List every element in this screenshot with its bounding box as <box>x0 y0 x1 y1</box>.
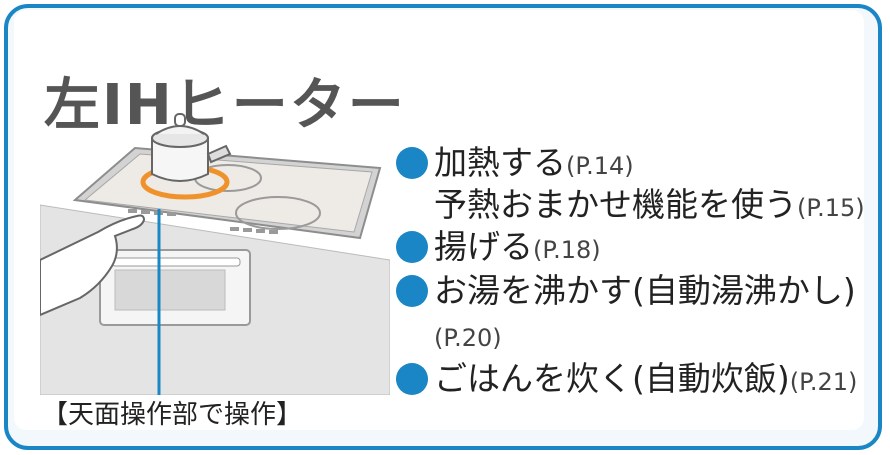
item-label: 予熱おまかせ機能を使う <box>434 185 797 224</box>
list-item-boil-ref: (P.20) <box>396 313 502 360</box>
list-item-rice: ごはんを炊く(自動炊飯)(P.21) <box>396 357 857 404</box>
bullet-icon <box>396 363 428 395</box>
ih-cooktop-illustration <box>40 113 390 395</box>
list-item-boil: お湯を沸かす(自動湯沸かし) <box>396 269 856 313</box>
pot-icon <box>151 113 232 182</box>
item-label: ごはんを炊く(自動炊飯) <box>434 359 790 398</box>
bullet-icon <box>396 147 428 179</box>
list-item-preheat: 予熱おまかせ機能を使う(P.15) <box>396 183 865 230</box>
page-ref: (P.14) <box>566 152 634 180</box>
item-label: 揚げる <box>434 227 533 266</box>
hand-icon <box>40 214 146 317</box>
page-ref: (P.20) <box>434 324 502 352</box>
bullet-icon <box>396 231 428 263</box>
item-label: 加熱する <box>434 143 566 182</box>
page-ref: (P.21) <box>789 368 858 396</box>
list-item-heat: 加熱する(P.14) <box>396 141 634 188</box>
panel-operation-caption: 【天面操作部で操作】 <box>42 400 303 430</box>
bullet-icon <box>396 275 428 307</box>
page-title: 左IHヒーター <box>44 72 406 138</box>
drawer-icon <box>99 249 251 326</box>
page-ref: (P.15) <box>797 194 865 222</box>
page-ref: (P.18) <box>533 236 601 264</box>
list-item-fry: 揚げる(P.18) <box>396 225 601 272</box>
item-label: お湯を沸かす(自動湯沸かし) <box>434 271 856 310</box>
